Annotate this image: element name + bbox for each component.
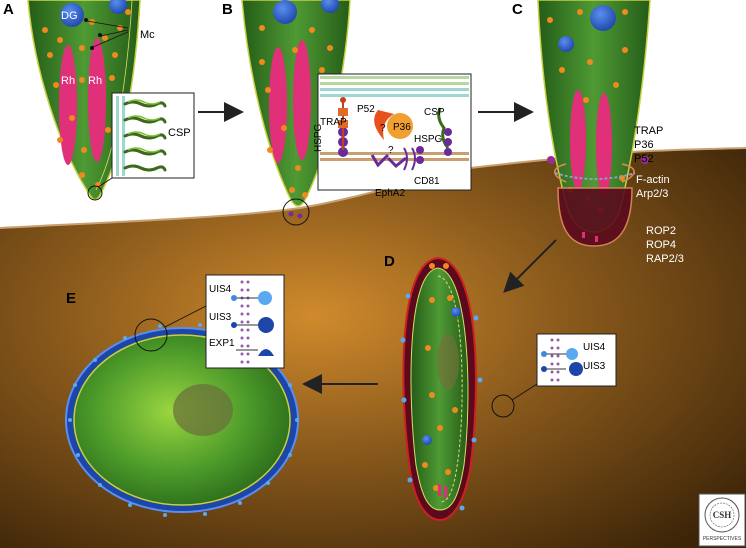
label-hspg-b1: HSPG [313,123,324,152]
panel-label-c: C [512,1,523,18]
vacuole-c [557,187,633,247]
csh-perspectives-logo: CSH PERSPECTIVES [698,493,746,547]
panel-label-a: A [3,1,14,18]
label-trap-c: TRAP [634,125,663,137]
label-uis4-d: UIS4 [583,342,606,353]
label-uis4-e: UIS4 [209,284,232,295]
arrow-c-d [503,239,557,293]
label-question-1: ? [380,123,386,134]
label-question-2: ? [388,145,394,156]
label-rh-1: Rh [61,75,75,87]
label-rop4: ROP4 [646,239,676,251]
label-rop2: ROP2 [646,225,676,237]
inset-a [111,92,195,179]
zoom-circle-e [134,318,168,352]
label-csp-b: CSP [424,107,445,118]
label-mc: Mc [140,29,155,41]
inset-d [536,333,617,387]
label-p52-c: P52 [634,153,654,165]
rhoptry-a1 [59,45,77,165]
sporozoite-b [241,0,351,207]
label-cd81: CD81 [414,176,440,187]
panel-label-b: B [222,1,233,18]
label-hspg-b2: HSPG [414,134,443,145]
eef-e [65,323,299,517]
zoom-circle-b [282,198,310,226]
inset-b [317,73,472,191]
dense-granule-a [60,3,84,27]
inset-e [205,274,285,369]
panel-label-d: D [384,253,395,270]
sporozoite-c [537,0,651,233]
label-epha2: EphA2 [375,188,405,199]
pv-d [400,256,483,522]
zoom-circle-a [87,185,103,201]
zoom-circle-d [491,394,515,418]
label-arp23: Arp2/3 [636,188,668,200]
label-trap-b: TRAP [320,117,347,128]
rhoptry-a2 [88,38,106,162]
label-dg: DG [61,10,78,22]
label-p52-b: P52 [357,104,375,115]
logo-text-perspectives: PERSPECTIVES [703,536,742,542]
label-exp1: EXP1 [209,338,235,349]
label-rh-2: Rh [88,75,102,87]
label-csp-a: CSP [168,127,191,139]
label-rap23: RAP2/3 [646,253,684,265]
logo-text-csh: CSH [713,510,732,520]
label-uis3-e: UIS3 [209,312,232,323]
p36-protein [387,113,413,139]
label-factin: F-actin [636,174,670,186]
label-p36-c: P36 [634,139,654,151]
panel-label-e: E [66,290,76,307]
label-p36-b: P36 [393,122,411,133]
label-uis3-d: UIS3 [583,361,606,372]
